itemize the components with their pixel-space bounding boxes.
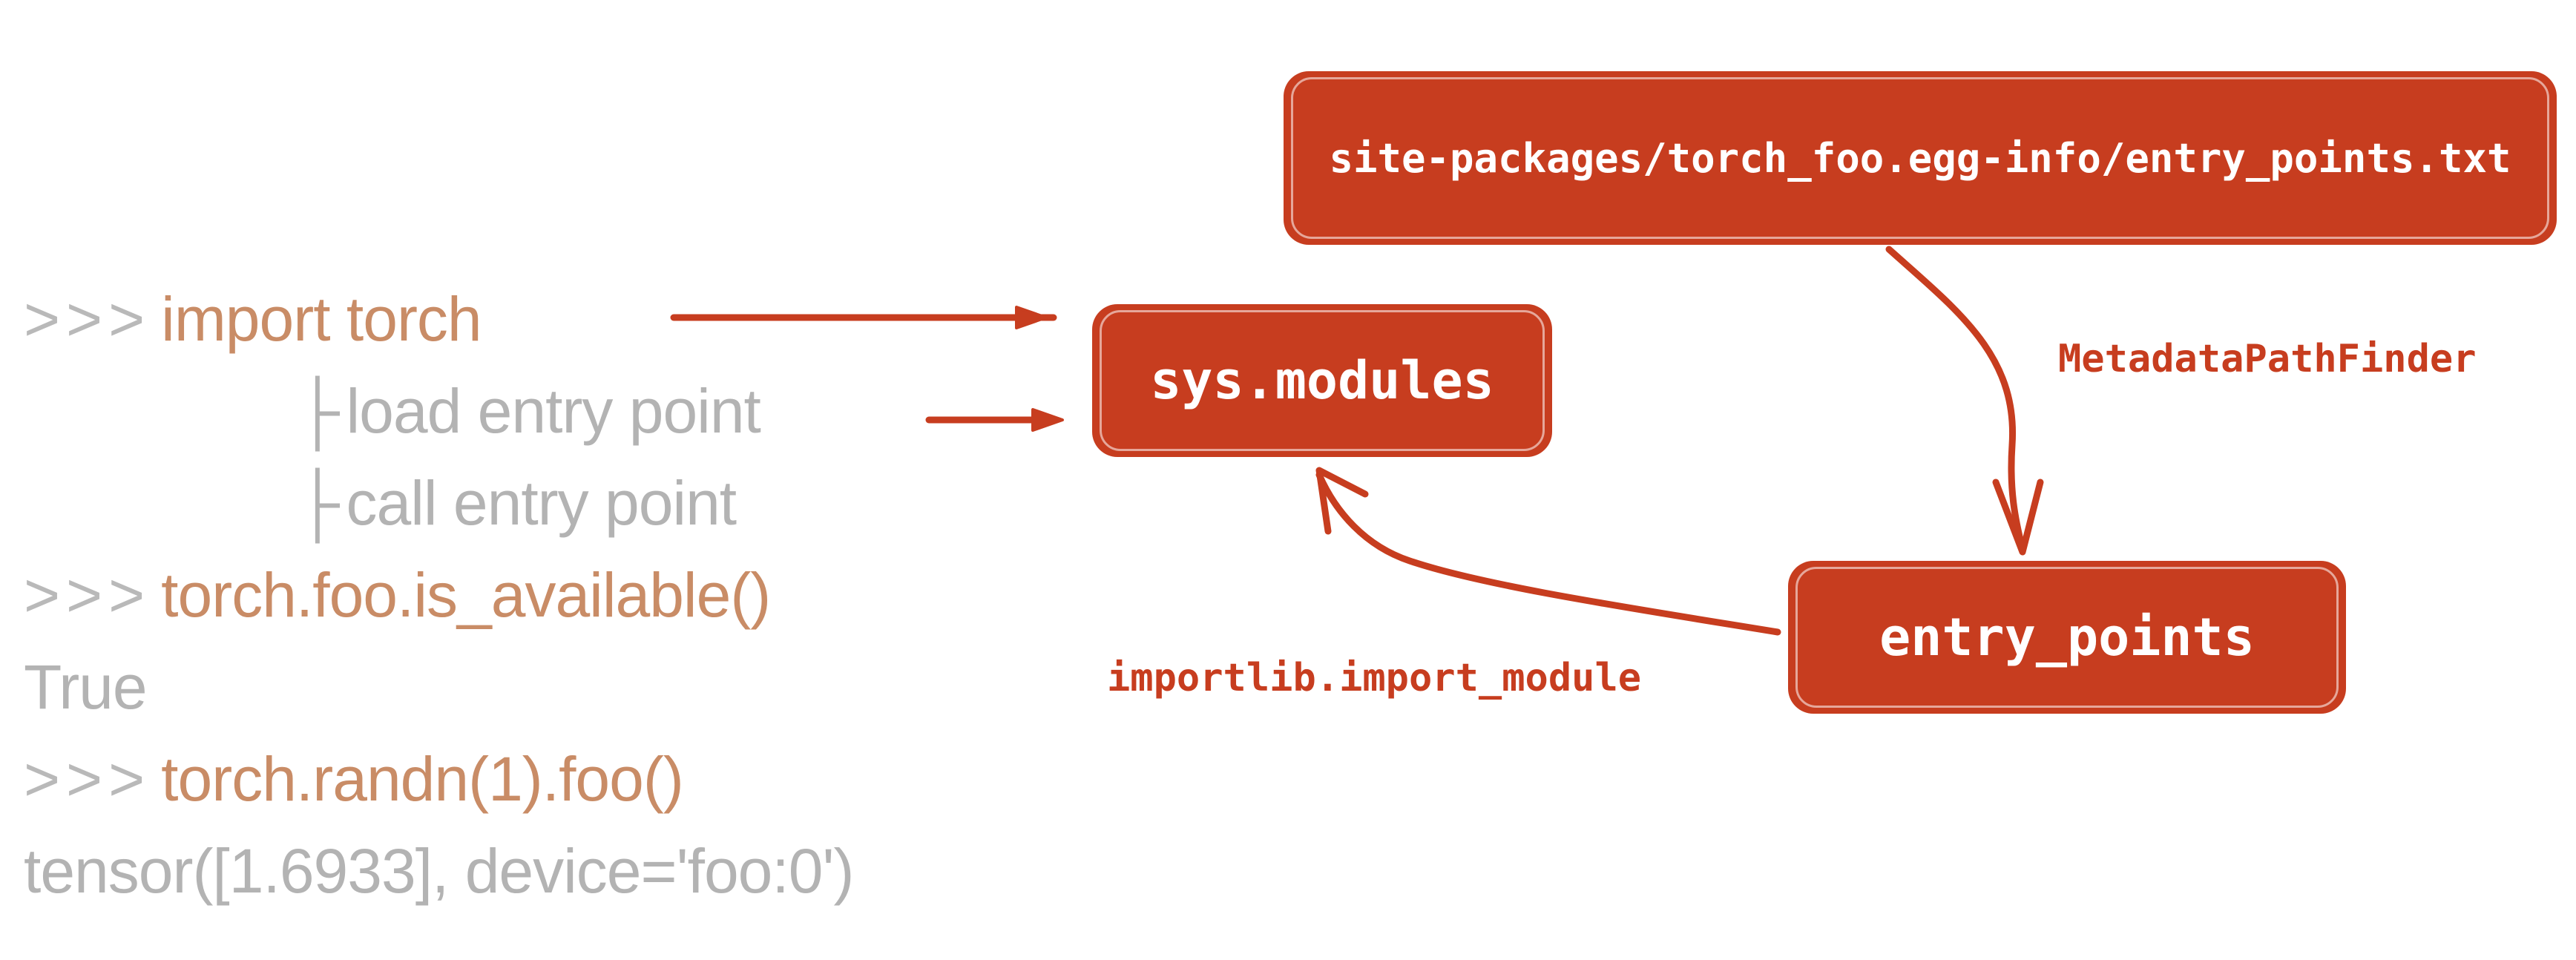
repl-prompt: >>>: [24, 744, 151, 814]
repl-prompt: >>>: [24, 560, 151, 630]
repl-code: torch.foo.is_available(): [161, 560, 771, 630]
entry-points-label: entry_points: [1879, 607, 2255, 668]
tree-branch-icon: ├: [295, 376, 340, 446]
arrowhead-import: [1015, 306, 1048, 329]
repl-subline-text: load entry point: [346, 376, 761, 446]
arrowhead-sysmodules: [1315, 467, 1369, 535]
arrow-entrypoints-to-sysmodules: [1315, 471, 1781, 636]
entry-points-file-box: site-packages/torch_foo.egg-info/entry_p…: [1284, 71, 2557, 245]
sys-modules-box: sys.modules: [1092, 304, 1552, 457]
sys-modules-label: sys.modules: [1150, 350, 1494, 411]
metadata-path-finder-label: MetadataPathFinder: [2058, 337, 2477, 381]
importlib-import-module-label: importlib.import_module: [1107, 656, 1642, 700]
entry-points-box: entry_points: [1788, 561, 2346, 714]
arrowhead-entrypoints: [1992, 479, 2044, 556]
repl-code: import torch: [161, 284, 482, 354]
repl-output-tensor: tensor([1.6933], device='foo:0'): [24, 836, 854, 906]
repl-prompt: >>>: [24, 284, 151, 354]
tree-branch-icon: ├: [295, 468, 340, 538]
repl-subline-call: ├call entry point: [295, 466, 737, 540]
entry-points-file-label: site-packages/torch_foo.egg-info/entry_p…: [1329, 134, 2511, 182]
repl-output-true: True: [24, 652, 148, 722]
repl-line-import: >>>import torch: [24, 282, 482, 356]
repl-line-randn: >>>torch.randn(1).foo(): [24, 742, 684, 816]
repl-code: torch.randn(1).foo(): [161, 744, 684, 814]
repl-subline-text: call entry point: [346, 468, 737, 538]
arrowhead-load: [1031, 408, 1064, 432]
repl-line-is-available: >>>torch.foo.is_available(): [24, 558, 771, 632]
arrow-path-to-entrypoints: [1885, 246, 2026, 553]
repl-subline-load: ├load entry point: [295, 374, 761, 448]
